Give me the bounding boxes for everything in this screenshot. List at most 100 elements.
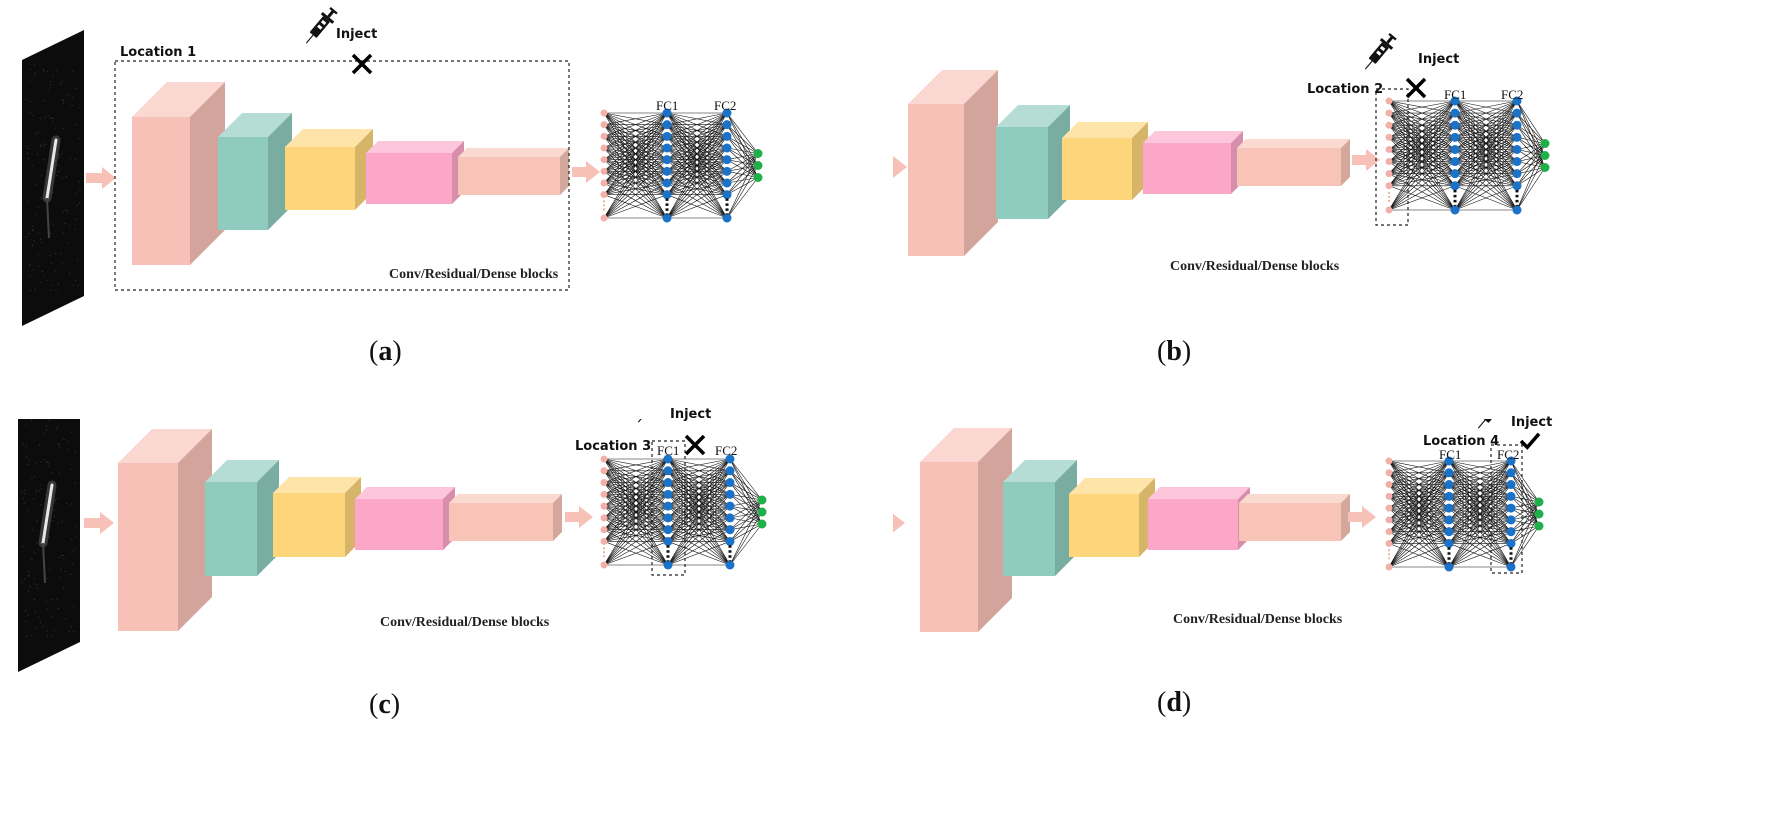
noise-speckle [59,577,61,579]
block-4-top [355,487,455,499]
noise-speckle [25,146,27,147]
noise-speckle [57,498,59,499]
output-node [757,495,767,505]
input-node [600,156,608,164]
fc2-node [1512,132,1522,142]
network-scene [893,419,1544,632]
syringe-icon [637,419,646,423]
connection-line [1388,112,1456,186]
fc1-node [1450,157,1460,167]
connection-line [1388,100,1456,186]
noise-speckle [40,461,42,463]
noise-speckle [34,75,36,77]
noise-speckle [24,489,26,491]
noise-speckle [33,552,35,554]
noise-speckle [49,81,51,83]
connection-line [603,458,669,507]
noise-speckle [25,423,27,425]
connection-line [666,124,728,219]
noise-speckle [43,70,45,72]
check-stroke [1519,432,1541,450]
block-5-front [449,503,553,541]
noise-speckle [68,441,70,443]
noise-speckle [52,224,54,226]
connection-line [603,124,668,195]
connection-line [666,112,728,195]
block-2-front [205,482,257,576]
block-4-top [366,141,464,153]
noise-speckle [67,212,69,214]
noise-speckle [34,288,36,290]
noise-speckle [59,556,61,558]
fc2-node [1512,120,1522,130]
cross-stroke [1405,77,1427,99]
block-3 [1062,122,1148,200]
noise-speckle [74,451,76,453]
fc2-node [1512,205,1522,215]
connection-line [1516,137,1546,144]
output-node [757,519,767,529]
noise-speckle [62,262,63,264]
block-5-side [1341,494,1350,541]
connection-line [1510,501,1540,532]
block-2-front [218,137,268,230]
syringe-flange [1379,37,1394,50]
connection-line [1388,460,1450,509]
fc1-node [663,525,673,535]
fc1-node [663,513,673,523]
noise-speckle [42,68,44,70]
connection-line [1448,460,1512,474]
connection-line [1516,143,1546,162]
cross-stroke [684,434,706,456]
noise-speckle [51,472,53,474]
connection-line [1516,155,1546,211]
block-2-top [205,460,279,482]
connection-line [667,458,731,530]
noise-speckle [61,555,63,556]
connection-line [1454,100,1518,114]
noise-speckle [65,618,67,620]
noise-speckle [30,634,32,636]
noise-speckle [47,114,49,116]
noise-speckle [43,276,45,278]
noise-speckle [63,588,64,589]
block-5-top [458,148,569,157]
connection-line [603,458,669,495]
fc2-node [1512,144,1522,154]
noise-speckle [40,503,42,505]
block-5-front [458,157,560,195]
fc1-node [1450,132,1460,142]
block-2-top [218,113,292,137]
output-node [753,173,763,182]
flow-arrow [1352,149,1380,171]
noise-speckle [27,148,29,150]
noise-speckle [25,610,27,612]
connection-line [1448,460,1512,521]
input-node [600,561,608,569]
block-4-front [366,153,452,204]
connection-line [1448,460,1512,532]
block-4-front [1143,143,1231,194]
noise-speckle [55,127,57,129]
output-node [1540,151,1550,160]
fc2-node [1512,157,1522,167]
panel-a-diagram [22,6,763,326]
block-2-front [996,127,1048,219]
noise-speckle [37,153,38,155]
noise-speckle [36,542,38,544]
noise-speckle [46,71,48,73]
fc2-node [725,525,735,535]
connection-line [1454,125,1518,211]
block-1-side [178,429,212,631]
location-label: Location 4 [1423,434,1500,449]
noise-speckle [48,465,50,467]
input-node [600,502,608,510]
connection-line [726,165,759,195]
block-2 [218,113,292,230]
block-5-side [1341,139,1350,186]
block-3-front [1062,138,1132,200]
noise-speckle [57,284,59,285]
connection-line [603,482,669,566]
noise-speckle [53,509,55,511]
noise-speckle [23,492,25,494]
